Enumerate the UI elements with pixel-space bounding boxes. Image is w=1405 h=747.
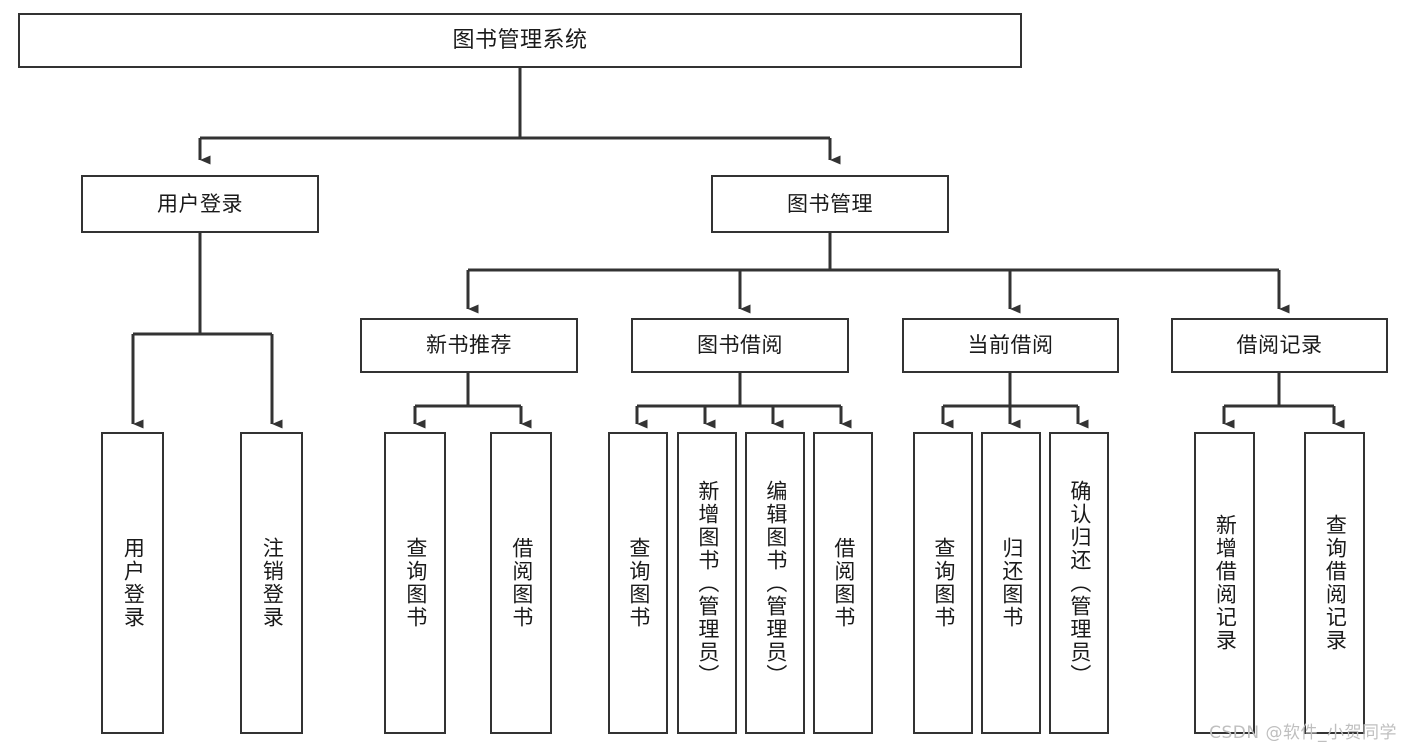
node-leaf-edit-book[interactable]: 编辑图书（管理员） <box>745 432 805 734</box>
node-root[interactable]: 图书管理系统 <box>18 13 1022 68</box>
node-book-borrow[interactable]: 图书借阅 <box>631 318 849 373</box>
node-book-manage-label: 图书管理 <box>787 191 873 216</box>
node-root-label: 图书管理系统 <box>452 27 588 53</box>
node-leaf-add-book-label: 新增图书（管理员） <box>695 479 720 687</box>
node-leaf-query-book-3-label: 查询图书 <box>931 537 956 629</box>
node-leaf-logout[interactable]: 注销登录 <box>240 432 303 734</box>
node-leaf-add-book[interactable]: 新增图书（管理员） <box>677 432 737 734</box>
node-user-login[interactable]: 用户登录 <box>81 175 319 233</box>
node-current-borrow-label: 当前借阅 <box>967 333 1054 358</box>
node-book-borrow-label: 图书借阅 <box>697 333 783 358</box>
node-leaf-borrow-book-2[interactable]: 借阅图书 <box>813 432 873 734</box>
node-borrow-record-label: 借阅记录 <box>1236 333 1323 358</box>
node-leaf-add-record[interactable]: 新增借阅记录 <box>1194 432 1255 734</box>
node-new-book-rec[interactable]: 新书推荐 <box>360 318 578 373</box>
node-leaf-query-book-1-label: 查询图书 <box>403 537 428 629</box>
node-leaf-confirm-return-label: 确认归还（管理员） <box>1067 479 1092 687</box>
node-leaf-query-record[interactable]: 查询借阅记录 <box>1304 432 1365 734</box>
node-leaf-borrow-book-1-label: 借阅图书 <box>509 537 534 629</box>
node-leaf-return-book-label: 归还图书 <box>999 537 1024 629</box>
node-borrow-record[interactable]: 借阅记录 <box>1171 318 1388 373</box>
node-new-book-rec-label: 新书推荐 <box>426 333 512 358</box>
node-leaf-edit-book-label: 编辑图书（管理员） <box>763 479 788 687</box>
csdn-watermark: CSDN @软件_小贺同学 <box>1209 723 1397 743</box>
node-leaf-query-record-label: 查询借阅记录 <box>1323 514 1348 652</box>
node-leaf-user-login[interactable]: 用户登录 <box>101 432 164 734</box>
node-leaf-return-book[interactable]: 归还图书 <box>981 432 1041 734</box>
node-leaf-query-book-3[interactable]: 查询图书 <box>913 432 973 734</box>
node-user-login-label: 用户登录 <box>157 191 243 216</box>
node-leaf-query-book-2[interactable]: 查询图书 <box>608 432 668 734</box>
node-leaf-query-book-1[interactable]: 查询图书 <box>384 432 446 734</box>
node-leaf-add-record-label: 新增借阅记录 <box>1213 514 1238 652</box>
node-leaf-user-login-label: 用户登录 <box>121 537 146 629</box>
node-leaf-borrow-book-1[interactable]: 借阅图书 <box>490 432 552 734</box>
node-current-borrow[interactable]: 当前借阅 <box>902 318 1119 373</box>
node-book-manage[interactable]: 图书管理 <box>711 175 949 233</box>
node-leaf-confirm-return[interactable]: 确认归还（管理员） <box>1049 432 1109 734</box>
node-leaf-logout-label: 注销登录 <box>260 537 285 629</box>
node-leaf-query-book-2-label: 查询图书 <box>626 537 651 629</box>
node-leaf-borrow-book-2-label: 借阅图书 <box>831 537 856 629</box>
